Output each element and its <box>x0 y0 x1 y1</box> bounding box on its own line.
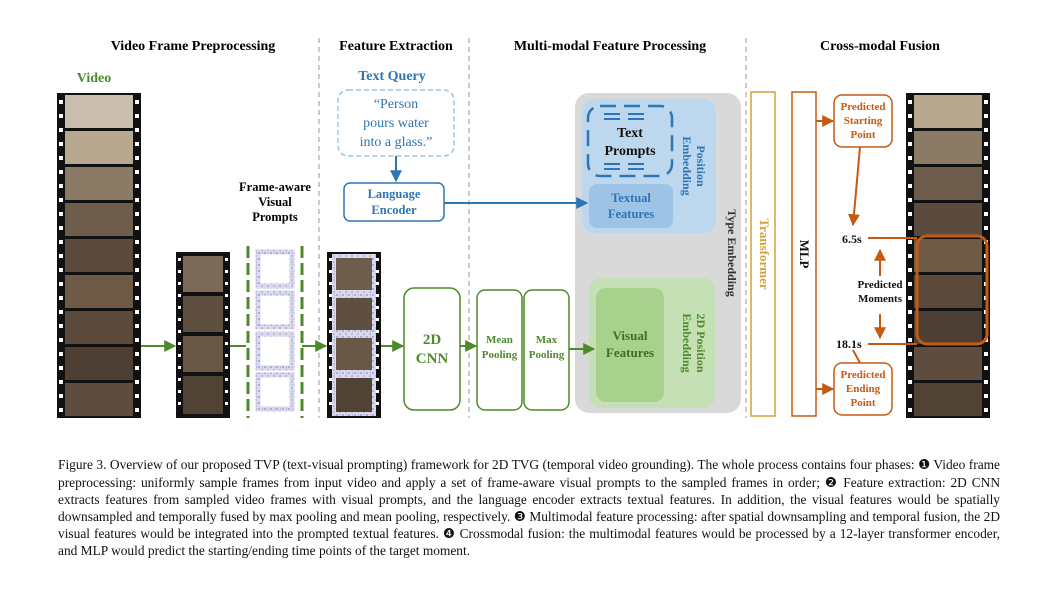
header-extraction: Feature Extraction <box>339 39 453 54</box>
frame-prompts-label-2: Visual <box>258 195 292 209</box>
textual-features-label-1: Textual <box>611 191 651 205</box>
predicted-moments-label-2: Moments <box>858 293 903 305</box>
mean-pooling-label-1: Mean <box>486 334 513 346</box>
header-multimodal: Multi-modal Feature Processing <box>514 39 706 54</box>
text-prompts-label-2: Prompts <box>604 144 656 159</box>
language-encoder-label-2: Encoder <box>371 203 417 217</box>
predicted-end-box: Predicted Ending Point <box>833 362 893 416</box>
predicted-end-label-3: Point <box>850 397 875 409</box>
arrow-start-to-time <box>847 146 861 227</box>
frame-prompts-label-1: Frame-aware <box>239 180 311 194</box>
pos2d-embedding-label-1: 2D Position <box>694 313 708 372</box>
time-end-label: 18.1s <box>836 337 862 351</box>
arrow-end-to-time <box>852 349 861 364</box>
text-query-box: “Person pours water into a glass.” <box>337 89 455 157</box>
framework-figure: Video Frame Preprocessing Feature Extrac… <box>57 38 990 418</box>
language-encoder-label-1: Language <box>368 187 421 201</box>
frame-aware-prompts <box>246 246 304 418</box>
transformer-label: Transformer <box>757 218 772 289</box>
predicted-start-label-2: Starting <box>844 115 883 127</box>
text-prompts-label-1: Text <box>617 126 643 141</box>
text-prompts-box: Text Prompts <box>586 104 674 178</box>
transformer-box: Transformer <box>750 91 776 417</box>
max-pooling-label-2: Pooling <box>529 349 565 361</box>
frame-prompts-label-3: Prompts <box>252 210 298 224</box>
prompted-frames-filmstrip <box>327 252 381 418</box>
visual-features-label-1: Visual <box>613 328 648 343</box>
figure-caption: Figure 3. Overview of our proposed TVP (… <box>58 457 1000 559</box>
visual-features-box: Visual Features <box>596 288 664 402</box>
mean-pooling-label-2: Pooling <box>482 349 518 361</box>
time-start-label: 6.5s <box>842 232 862 246</box>
predicted-start-label-1: Predicted <box>840 101 885 113</box>
predicted-start-label-3: Point <box>850 129 875 141</box>
type-embedding-label: Type Embedding <box>725 209 739 296</box>
textual-features-label-2: Features <box>608 207 654 221</box>
predicted-end-label-2: Ending <box>846 383 881 395</box>
predicted-end-label-1: Predicted <box>840 369 885 381</box>
pos2d-embedding-label-2: Embedding <box>680 313 694 372</box>
text-query-line-2: pours water <box>363 116 429 131</box>
output-video-filmstrip <box>906 93 990 418</box>
textual-features-box: Textual Features <box>589 184 673 228</box>
predicted-moment-highlight <box>915 234 989 346</box>
cnn-2d-box: 2D CNN <box>403 287 461 411</box>
video-label: Video <box>77 71 111 86</box>
cnn-label-2: CNN <box>416 351 449 367</box>
text-query-title: Text Query <box>358 69 426 84</box>
predicted-moments-label-1: Predicted <box>857 279 902 291</box>
max-pooling-label-1: Max <box>536 334 558 346</box>
visual-features-label-2: Features <box>606 345 654 360</box>
position-embedding-label-1: Position <box>694 145 708 187</box>
text-query-line-3: into a glass.” <box>360 135 433 150</box>
header-fusion: Cross-modal Fusion <box>820 39 940 54</box>
cnn-label-1: 2D <box>423 332 442 348</box>
mean-pooling-box: Mean Pooling <box>476 289 523 411</box>
mlp-box: MLP <box>791 91 817 417</box>
sampled-frames-filmstrip <box>176 252 230 418</box>
max-pooling-box: Max Pooling <box>523 289 570 411</box>
mlp-label: MLP <box>797 240 812 269</box>
text-query-line-1: “Person <box>374 97 418 112</box>
position-embedding-label-2: Embedding <box>680 136 694 195</box>
language-encoder-box: Language Encoder <box>343 182 445 222</box>
input-video-filmstrip <box>57 93 141 418</box>
header-preprocessing: Video Frame Preprocessing <box>111 39 276 54</box>
predicted-start-box: Predicted Starting Point <box>833 94 893 148</box>
